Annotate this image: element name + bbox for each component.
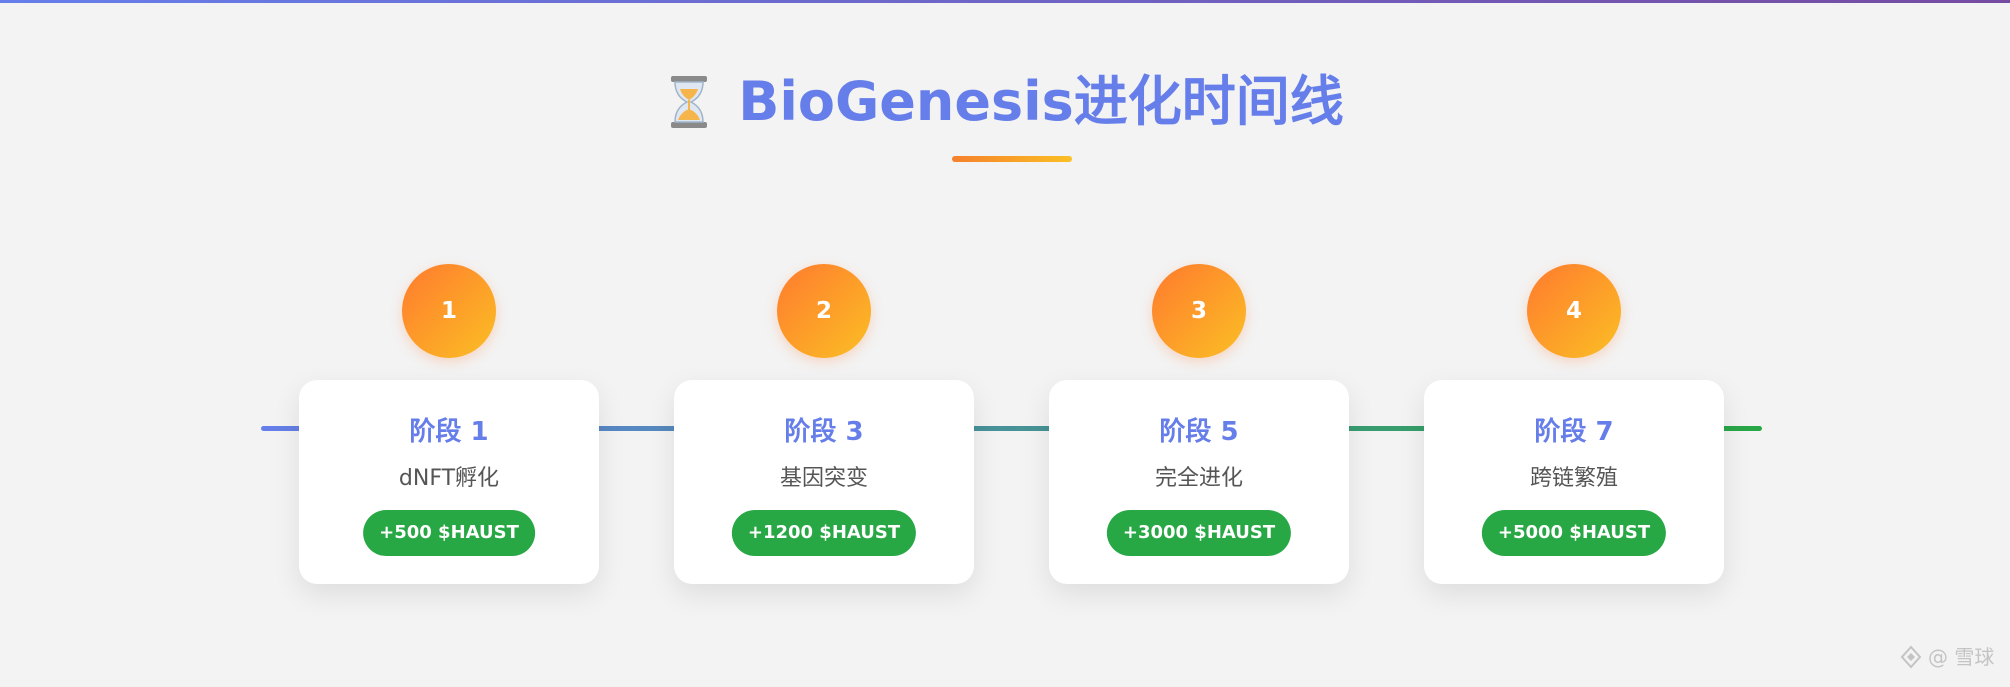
stage-card: 阶段 5 完全进化 +3000 $HAUST — [1049, 380, 1349, 584]
stage-number-circle: 4 — [1527, 264, 1621, 358]
title-underline — [952, 156, 1072, 162]
watermark-text: @ 雪球 — [1928, 645, 1995, 669]
stage-title: 阶段 5 — [1159, 417, 1239, 447]
stage-description: 完全进化 — [1154, 466, 1243, 491]
reward-badge: +1200 $HAUST — [731, 510, 917, 556]
xueqiu-logo-icon — [1900, 645, 1922, 669]
page-title: BioGenesis进化时间线 — [738, 70, 1344, 133]
stage-description: 跨链繁殖 — [1529, 466, 1618, 491]
hourglass-icon — [671, 76, 708, 128]
stage-card: 阶段 1 dNFT孵化 +500 $HAUST — [299, 380, 599, 584]
watermark: @ 雪球 — [1898, 644, 1994, 670]
stage-title: 阶段 3 — [784, 417, 864, 447]
timeline-line — [261, 426, 1762, 431]
top-accent-bar — [0, 0, 2010, 3]
reward-badge: +500 $HAUST — [363, 510, 535, 556]
stage-title: 阶段 1 — [409, 417, 489, 447]
stage-number-circle: 2 — [777, 264, 871, 358]
reward-badge: +5000 $HAUST — [1481, 510, 1667, 556]
stage-number-circle: 1 — [402, 264, 496, 358]
page-header: BioGenesis进化时间线 — [0, 64, 2010, 140]
stage-description: 基因突变 — [779, 466, 868, 491]
stage-card: 阶段 3 基因突变 +1200 $HAUST — [674, 380, 974, 584]
stage-card: 阶段 7 跨链繁殖 +5000 $HAUST — [1424, 380, 1724, 584]
stage-title: 阶段 7 — [1534, 417, 1614, 447]
reward-badge: +3000 $HAUST — [1106, 510, 1292, 556]
stage-number-circle: 3 — [1152, 264, 1246, 358]
stage-description: dNFT孵化 — [398, 466, 500, 491]
